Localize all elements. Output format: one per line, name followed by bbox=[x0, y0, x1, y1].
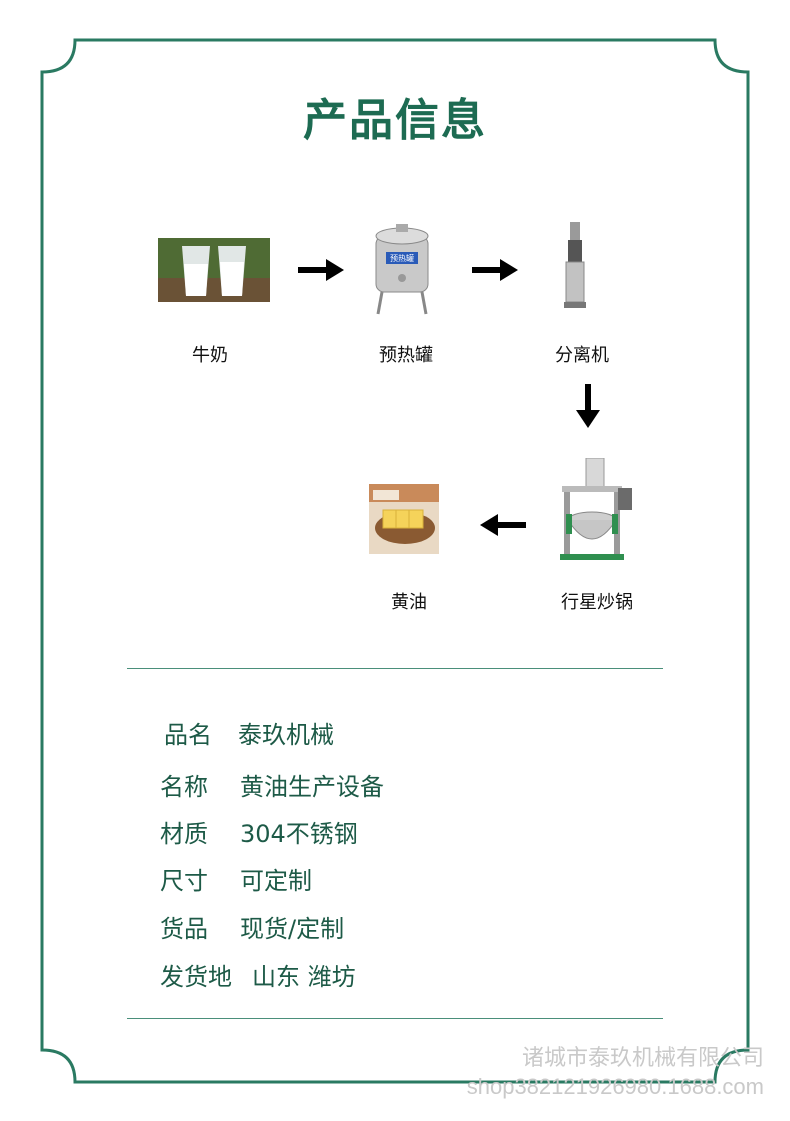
step-label-butter: 黄油 bbox=[391, 592, 427, 613]
info-row-name: 名称 黄油生产设备 bbox=[160, 767, 384, 802]
separator-photo bbox=[561, 222, 589, 310]
divider-top bbox=[127, 668, 663, 669]
arrow-down-icon bbox=[576, 384, 600, 428]
milk-glasses-photo bbox=[158, 238, 270, 302]
watermark-shop-url: shop382121926980.1688.com bbox=[466, 1074, 764, 1099]
info-row-stock: 货品 现货/定制 bbox=[160, 909, 344, 944]
butter-photo bbox=[369, 484, 439, 554]
info-row-material: 材质 304不锈钢 bbox=[160, 814, 358, 849]
page-title: 产品信息 bbox=[303, 95, 487, 146]
info-key: 品名 bbox=[164, 721, 212, 749]
info-value: 可定制 bbox=[240, 867, 312, 895]
info-value: 304不锈钢 bbox=[240, 820, 358, 848]
step-label-separator: 分离机 bbox=[555, 345, 609, 366]
arrow-left-icon bbox=[480, 514, 526, 536]
info-row-size: 尺寸 可定制 bbox=[160, 861, 312, 896]
watermark-company: 诸城市泰玖机械有限公司 bbox=[521, 1045, 764, 1070]
planetary-wok-photo bbox=[556, 458, 634, 566]
step-label-preheat-tank: 预热罐 bbox=[379, 345, 433, 366]
arrow-right-icon bbox=[472, 259, 518, 281]
info-value: 山东 潍坊 bbox=[252, 963, 356, 991]
step-label-milk: 牛奶 bbox=[192, 345, 228, 366]
step-label-planetary-wok: 行星炒锅 bbox=[561, 592, 633, 613]
info-key: 名称 bbox=[160, 773, 208, 801]
info-row-ship-from: 发货地山东 潍坊 bbox=[160, 957, 356, 992]
info-key: 发货地 bbox=[160, 963, 232, 991]
preheat-tank-photo: 预热罐 bbox=[366, 222, 438, 316]
tank-badge-text: 预热罐 bbox=[390, 253, 414, 263]
info-value: 泰玖机械 bbox=[238, 721, 334, 749]
arrow-right-icon bbox=[298, 259, 344, 281]
divider-bottom bbox=[127, 1018, 663, 1019]
info-key: 货品 bbox=[160, 915, 208, 943]
info-key: 尺寸 bbox=[160, 867, 208, 895]
info-row-product-name: 品名泰玖机械 bbox=[164, 715, 334, 750]
info-value: 黄油生产设备 bbox=[240, 773, 384, 801]
info-value: 现货/定制 bbox=[240, 915, 345, 943]
info-key: 材质 bbox=[160, 820, 208, 848]
